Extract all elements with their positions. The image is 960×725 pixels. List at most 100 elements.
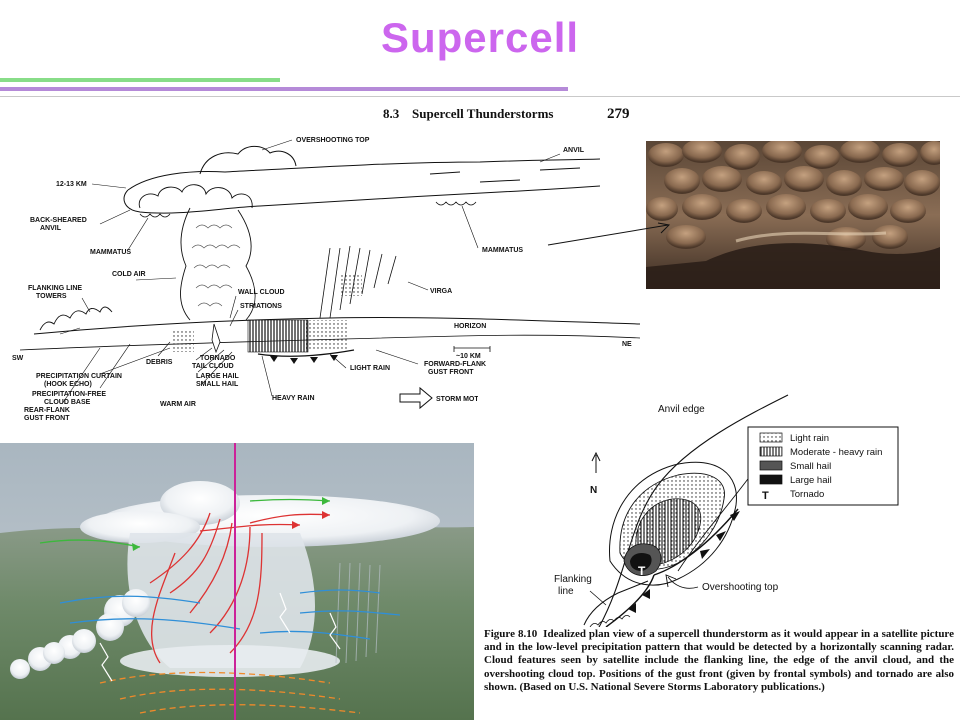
gust-front-barbs-plan <box>700 511 740 559</box>
heavy-rain-shaft <box>247 319 309 353</box>
forward-flank-gust-front <box>257 349 355 357</box>
label-leaders <box>59 139 561 405</box>
label-mammatus-left: MAMMATUS <box>90 249 131 256</box>
rear-flank-gust-front-plan <box>605 574 655 628</box>
title-divider <box>0 96 960 97</box>
legend-swatch-light-rain <box>759 432 783 443</box>
legend-swatch-heavy-rain <box>759 446 783 457</box>
plan-label-overshooting-top: Overshooting top <box>702 582 779 593</box>
label-precip-free-2: CLOUD BASE <box>44 399 91 406</box>
tower-left-edge <box>180 207 191 321</box>
large-hail-area <box>630 553 652 571</box>
label-flanking-line-1: FLANKING LINE <box>28 285 82 292</box>
label-tornado-1: TORNADO <box>200 355 236 362</box>
label-forward-flank-2: GUST FRONT <box>428 369 474 376</box>
cloud-puffs <box>138 184 253 209</box>
label-height: 12-13 KM <box>56 181 87 188</box>
plan-label-north: N <box>590 485 597 496</box>
virga-dots <box>340 274 362 296</box>
label-rear-flank-2: GUST FRONT <box>24 415 70 422</box>
flanking-line-towers <box>39 306 113 331</box>
label-back-sheared-1: BACK-SHEARED <box>30 217 87 224</box>
caption-lead: Figure 8.10 <box>484 628 538 640</box>
label-anvil: ANVIL <box>563 147 585 154</box>
label-striations: STRIATIONS <box>240 303 282 310</box>
anvil-bottom-outline <box>123 185 601 214</box>
rear-flank-barbs-plan <box>628 589 650 613</box>
overshooting-top-arrow <box>667 576 699 589</box>
mammatus-right <box>435 201 477 206</box>
label-rear-flank-1: REAR-FLANK <box>24 407 70 414</box>
flanking-label-arrow <box>589 590 607 606</box>
supercell-3d-rendering <box>0 443 474 720</box>
mammatus-pointer-arrow <box>547 222 671 246</box>
label-precip-curtain-2: (HOOK ECHO) <box>44 381 92 388</box>
mammatus-left <box>139 213 171 218</box>
forward-flank-gust-front-plan <box>653 508 739 576</box>
horizon-line <box>19 334 641 351</box>
mammatus-photo-svg <box>646 139 948 289</box>
slide-title: Supercell <box>380 14 580 61</box>
label-large-hail: LARGE HAIL <box>196 373 240 380</box>
page-number: 279 <box>607 106 630 122</box>
overshooting-top-outline <box>199 145 297 175</box>
anvil-streaks <box>429 167 581 183</box>
plan-legend: T Light rain Moderate - heavy rain Small… <box>747 426 899 506</box>
storm-motion-arrow <box>399 386 433 410</box>
label-precip-free-1: PRECIPITATION-FREE <box>32 391 106 398</box>
label-warm-air: WARM AIR <box>160 401 196 408</box>
label-overshooting-top: OVERSHOOTING TOP <box>296 137 370 144</box>
label-light-rain: LIGHT RAIN <box>350 365 390 372</box>
legend-label-tornado: Tornado <box>790 489 824 500</box>
supercell-plan-view-figure: T Anvil edge N Overshooting top Flanking… <box>478 375 960 720</box>
flanking-line-towers-plan <box>589 615 631 628</box>
title-underline-green <box>0 78 280 82</box>
legend-swatch-large-hail <box>759 474 783 485</box>
side-view-svg: 8.3 Supercell Thunderstorms 279 <box>12 106 641 422</box>
caption-text: Idealized plan view of a supercell thund… <box>484 628 955 693</box>
label-forward-flank-1: FORWARD-FLANK <box>424 361 486 368</box>
section-number: 8.3 <box>383 106 400 121</box>
rendering-svg <box>0 443 474 720</box>
legend-swatch-tornado: T <box>762 490 769 502</box>
label-debris: DEBRIS <box>146 359 173 366</box>
label-cold-air: COLD AIR <box>112 271 146 278</box>
label-wall-cloud: WALL CLOUD <box>238 289 285 296</box>
tornado-funnel <box>211 323 221 354</box>
figure-caption: Figure 8.10 Idealized plan view of a sup… <box>484 628 954 694</box>
label-tornado-2: TAIL CLOUD <box>192 363 234 370</box>
gust-front-barbs <box>270 355 338 364</box>
section-title: Supercell Thunderstorms <box>412 106 553 121</box>
scale-bar <box>453 346 491 352</box>
legend-label-light-rain: Light rain <box>790 433 829 444</box>
legend-swatch-small-hail <box>759 460 783 471</box>
legend-label-large-hail: Large hail <box>790 475 832 486</box>
label-precip-curtain-1: PRECIPITATION CURTAIN <box>36 373 122 380</box>
label-virga: VIRGA <box>430 288 452 295</box>
plan-label-anvil-edge: Anvil edge <box>658 404 705 415</box>
storm-outline <box>609 461 737 586</box>
plan-view-svg: T Anvil edge N Overshooting top Flanking… <box>554 394 899 630</box>
title-underline-purple <box>0 87 568 91</box>
overshooting-top-arrowhead <box>665 574 677 588</box>
plan-label-flanking-1: Flanking <box>554 574 592 585</box>
supercell-side-view-diagram: 8.3 Supercell Thunderstorms 279 <box>0 98 648 432</box>
label-small-hail: SMALL HAIL <box>196 381 239 388</box>
label-back-sheared-2: ANVIL <box>40 225 62 232</box>
tornado-marker: T <box>638 564 646 578</box>
label-sw: SW <box>12 355 24 362</box>
north-arrowhead <box>591 451 601 462</box>
precipitation-curtain <box>172 330 194 352</box>
label-flanking-line-2: TOWERS <box>36 293 67 300</box>
label-scale: ~10 KM <box>456 353 481 360</box>
tower-right-edge <box>237 209 256 321</box>
label-mammatus-right: MAMMATUS <box>482 247 523 254</box>
flanking-line-plan <box>583 580 649 626</box>
legend-label-heavy-rain: Moderate - heavy rain <box>790 447 882 458</box>
light-rain-shaft <box>306 320 348 350</box>
label-horizon: HORIZON <box>454 323 486 330</box>
mammatus-photo <box>646 139 948 289</box>
label-ne: NE <box>622 341 632 348</box>
tower-texture <box>191 224 241 307</box>
label-storm-motion: STORM MOTION <box>436 396 491 403</box>
